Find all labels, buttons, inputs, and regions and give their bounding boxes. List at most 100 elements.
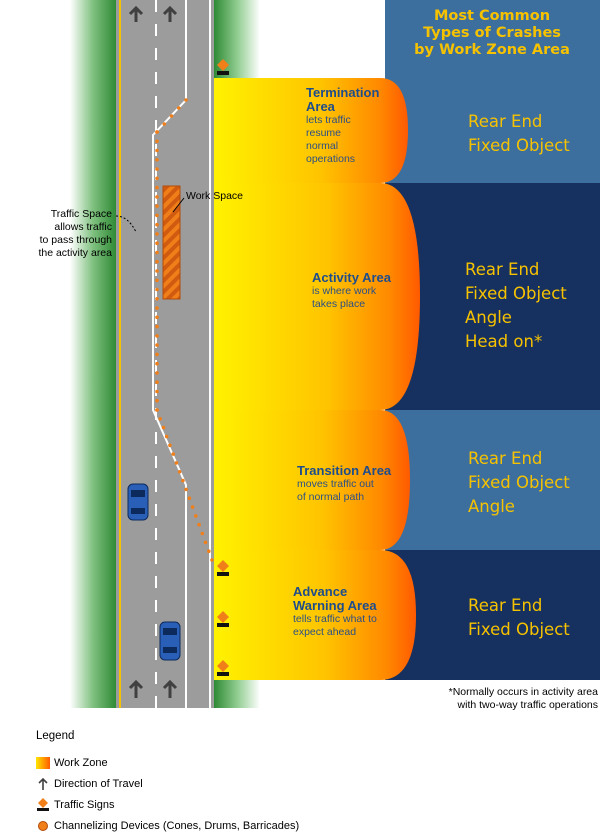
traffic-sign-icon [217,611,229,627]
crash-type: Fixed Object [468,136,570,155]
crash-list-activity: Rear End Fixed Object Angle Head on* [465,258,567,354]
zone-label-termination: Termination Area lets traffic resume nor… [306,86,379,166]
cone-icon [169,114,174,118]
cone-icon [161,425,166,430]
legend-title: Legend [36,730,75,742]
panel-termination [385,78,600,183]
legend-item-direction: Direction of Travel [36,773,396,794]
cone-icon [155,389,159,394]
zone-description: resume [306,127,342,139]
title-panel [385,0,600,78]
work-zone-swatch [36,756,50,770]
work-space-leader [172,197,185,213]
zone-transition [214,410,410,550]
zone-description: expect ahead [293,626,357,638]
car-icon [127,483,149,521]
cone-icon [162,122,167,126]
cone-icon [155,213,159,218]
road-surface [116,0,214,708]
traffic-sign-icon [217,59,229,75]
crash-type: Rear End [468,449,543,468]
cone-icon [158,417,162,421]
cone-icon [155,222,159,227]
cone-icon [177,106,181,110]
cone-icon [155,167,159,171]
traffic-sign-icon [217,560,229,576]
crash-type: Fixed Object [465,284,567,303]
zone-description: operations [306,153,356,165]
legend-item-channelizing: Channelizing Devices (Cones, Drums, Barr… [36,815,396,836]
cone-icon [155,297,159,301]
zone-name: Termination [306,85,380,100]
legend-item-traffic-signs: Traffic Signs [36,794,396,815]
zone-description: is where work [312,285,377,297]
work-space [162,185,181,300]
cone-icon [155,287,159,292]
cone-icon [155,259,159,264]
cone-icon [36,819,50,833]
cone-icon [155,195,159,199]
crash-list-transition: Rear End Fixed Object Angle [468,447,570,519]
cone-icon [155,241,159,245]
work-space-label: Work Space [186,190,243,202]
cone-icon [155,158,159,162]
zone-name: Area [306,99,335,114]
zone-label-advance: Advance Warning Area tells traffic what … [293,585,377,639]
cone-icon [207,549,211,553]
title-line: Types of Crashes [423,25,561,41]
traffic-sign-icon [36,797,50,812]
arrow-up-icon [36,777,50,791]
zone-description: lets traffic [306,114,351,126]
cone-icon [155,324,159,329]
legend: Legend Work Zone Direction of Travel Tra… [36,730,396,836]
cone-icon [181,478,185,483]
crash-type: Fixed Object [468,620,570,639]
crash-list-advance: Rear End Fixed Object [468,594,570,642]
cone-icon [155,343,159,347]
cone-icon [155,306,159,310]
zone-name: Transition Area [297,463,392,478]
car-icon [159,621,181,661]
cone-icon [155,148,159,153]
arrow-up-icon [128,5,178,698]
legend-label: Direction of Travel [54,777,143,790]
cone-icon [155,315,159,320]
lane-closure-line [152,0,187,708]
cone-icon [155,250,159,255]
footnote-line: with two-way traffic operations [457,699,598,711]
zone-activity [214,183,420,410]
crash-type: Angle [465,308,512,327]
cone-icon [203,540,208,545]
cone-icon [155,371,159,375]
crash-type: Fixed Object [468,473,570,492]
cone-icon [174,461,179,465]
title-line: by Work Zone Area [414,42,570,58]
cone-icon [155,139,159,144]
cone-icon [168,443,172,448]
cone-icon [164,434,169,439]
legend-label: Channelizing Devices (Cones, Drums, Barr… [54,819,300,832]
panel-activity [385,183,600,410]
crash-list-termination: Rear End Fixed Object [468,110,570,158]
cone-icon [171,452,175,456]
cone-icon [155,408,159,412]
zone-description: normal [306,140,339,152]
zone-name: Advance [293,584,348,599]
callout-line: to pass through [39,234,112,246]
cone-icon [155,334,159,338]
crash-type: Angle [468,497,515,516]
grass-left [70,0,116,708]
diagram-title: Most Common Types of Crashes by Work Zon… [389,8,595,59]
zone-description: tells traffic what to [293,613,377,625]
cone-icon [197,522,201,527]
cone-icon [155,204,159,208]
cone-icon [155,278,159,283]
crash-type: Head on* [465,332,543,351]
panel-transition [385,410,600,550]
cone-icon [155,352,159,357]
cone-icon [194,514,198,518]
cone-icon [155,130,159,134]
zone-advance [214,550,416,680]
callout-line: Traffic Space [50,208,112,220]
